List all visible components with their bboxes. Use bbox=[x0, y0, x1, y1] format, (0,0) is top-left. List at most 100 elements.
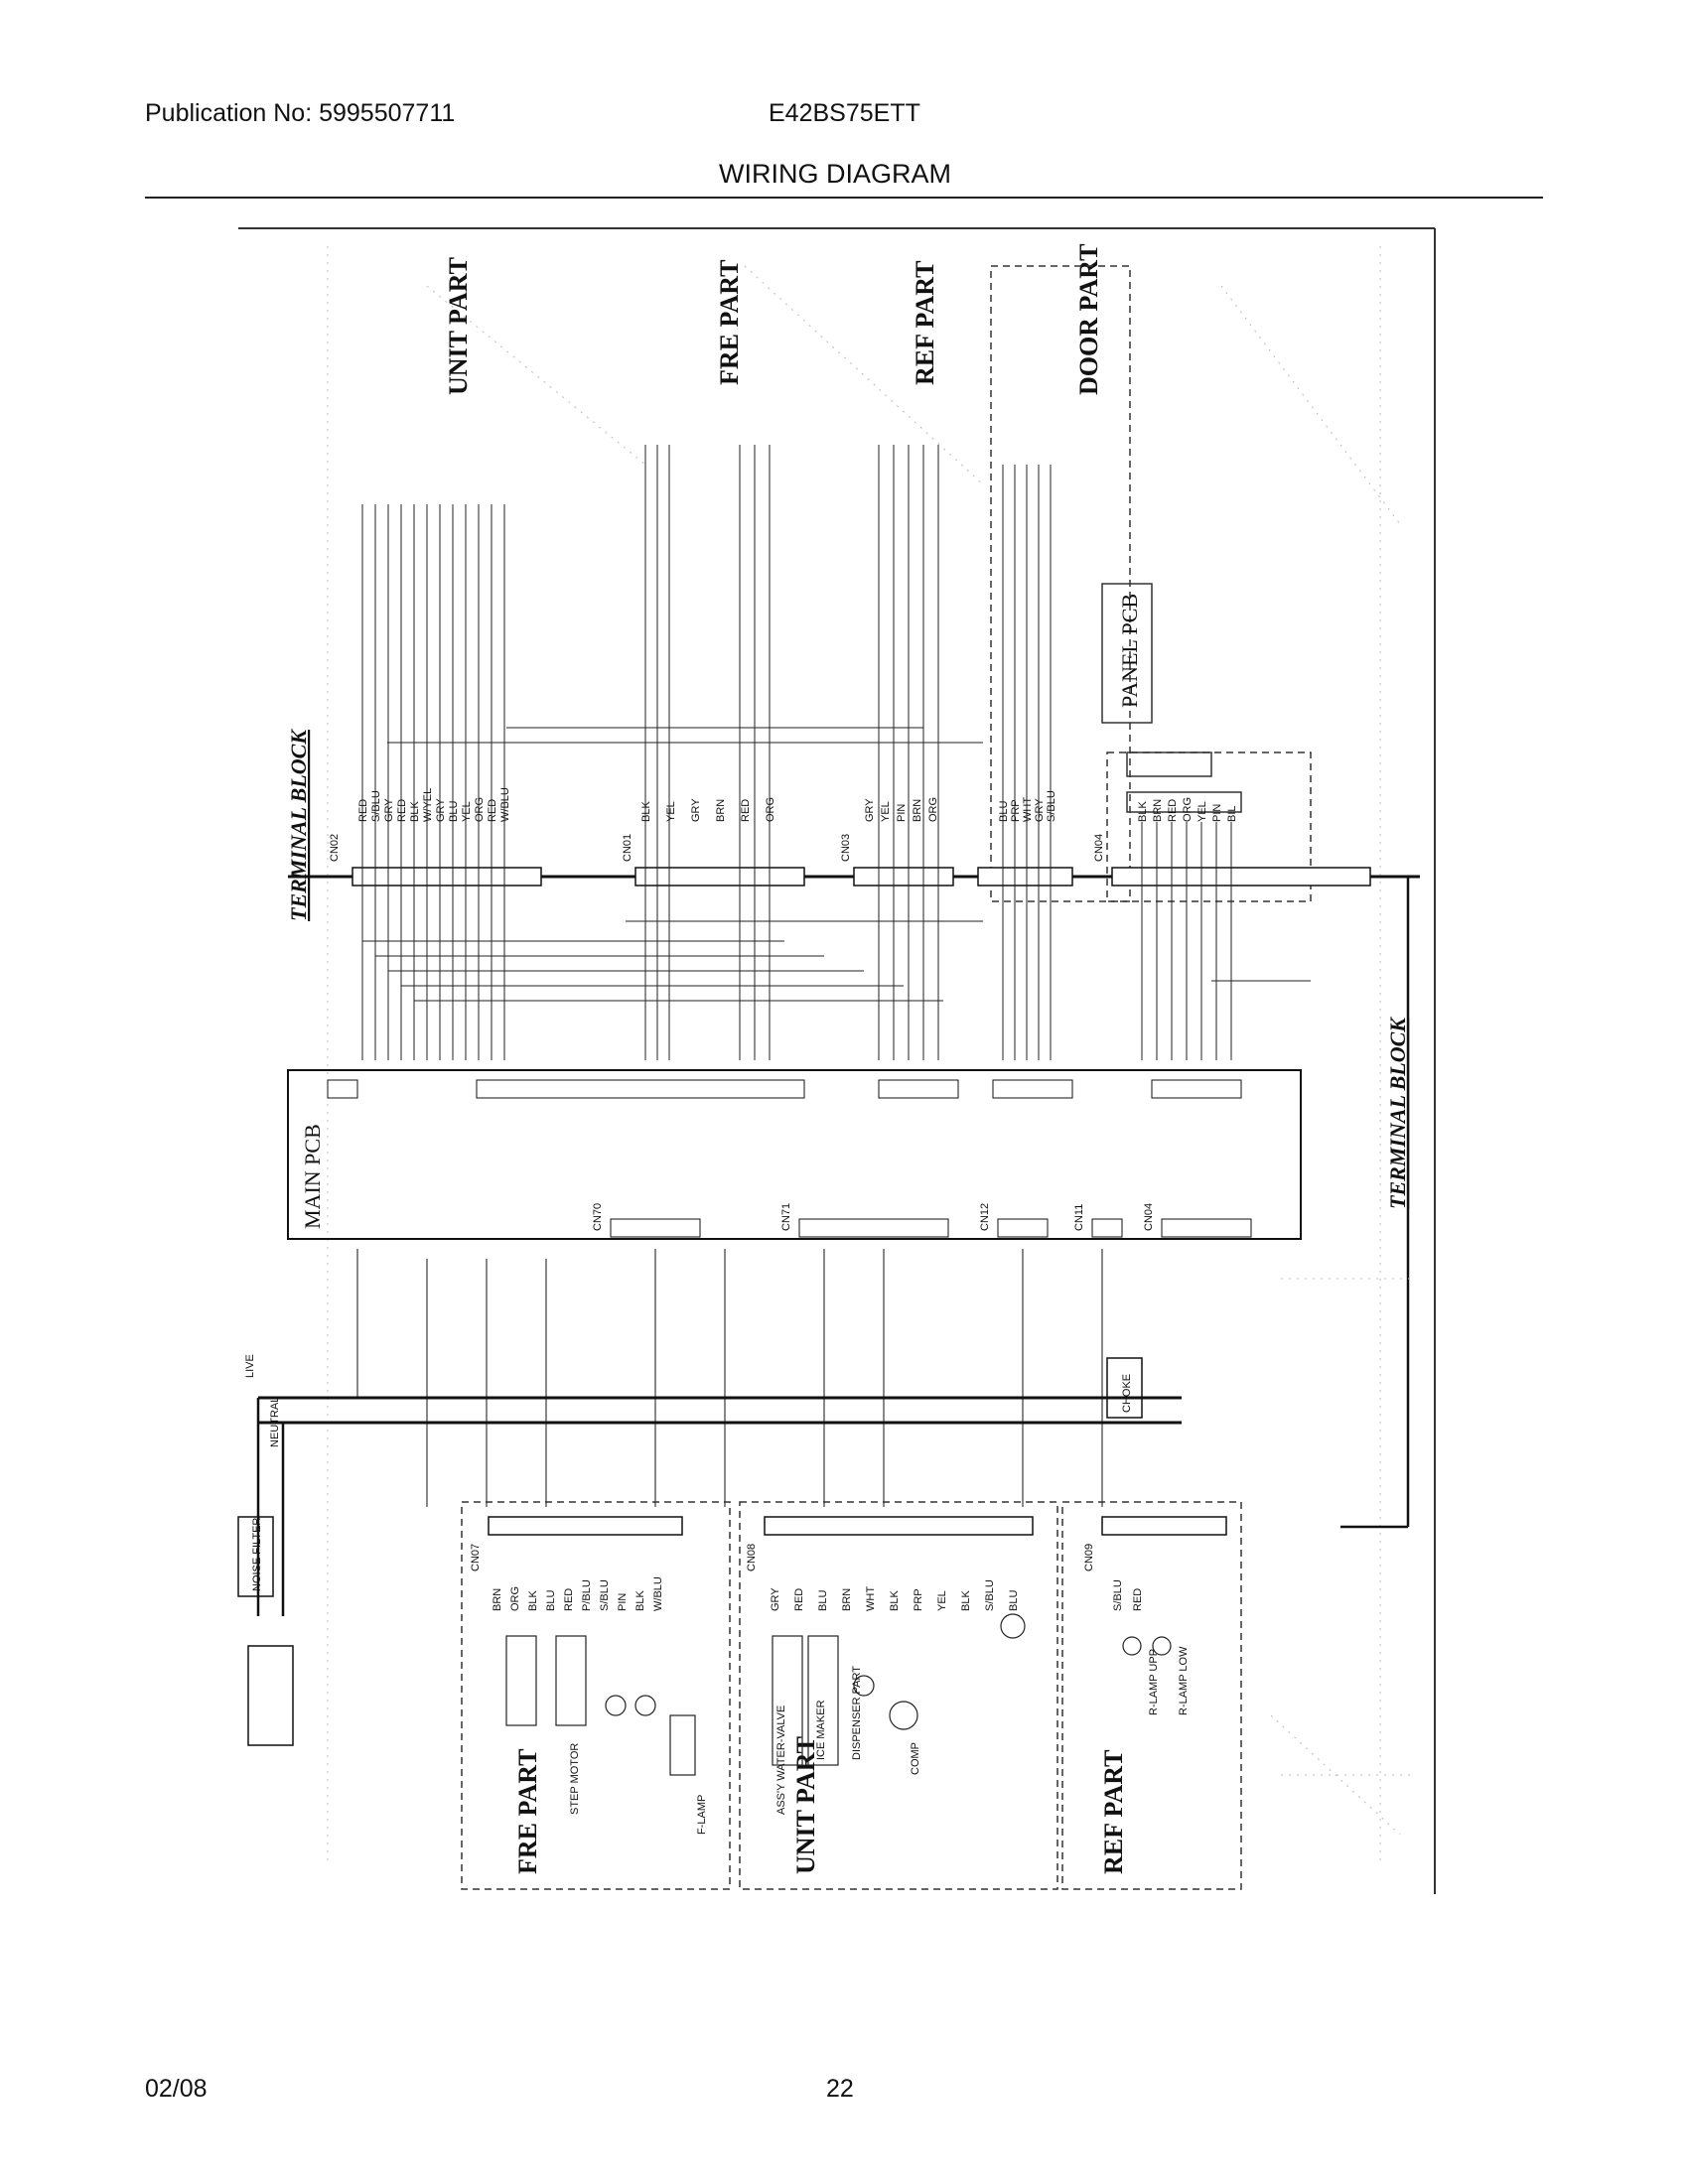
component-label: ASS'Y WATER-VALVE bbox=[775, 1706, 787, 1815]
wire-color-label: BLU bbox=[1008, 1590, 1020, 1611]
wire-color-label: GRY bbox=[770, 1587, 781, 1611]
top-terminal-rail: CN02 CN01 CN03 CN04 bbox=[288, 834, 1420, 887]
component-label: ICE MAKER bbox=[815, 1700, 827, 1760]
wire-color-label: BRN bbox=[492, 1588, 503, 1611]
wire-color-label: GRY bbox=[864, 798, 876, 822]
wire-color-label: BRN bbox=[1152, 799, 1164, 822]
wire-color-label: BLK bbox=[1137, 801, 1149, 822]
wire-color-label: BLK bbox=[960, 1590, 972, 1611]
wire-color-label: GRY bbox=[383, 798, 395, 822]
diagram-frame bbox=[238, 227, 1436, 1894]
component-label: R-LAMP UPP bbox=[1148, 1649, 1160, 1715]
wire-color-label: RED bbox=[1132, 1588, 1144, 1611]
neutral-label: NEUTRAL bbox=[269, 1397, 281, 1447]
wire-color-label: BLU bbox=[448, 801, 460, 822]
wire-color-label: S/BLU bbox=[1112, 1579, 1124, 1611]
main-pcb: MAIN PCB CN70 CN71 CN12 CN11 CN04 bbox=[287, 1069, 1302, 1240]
noise-filter-label: NOISE FILTER bbox=[251, 1518, 263, 1591]
wire-color-label: ORG bbox=[509, 1586, 521, 1611]
connector-cn12: CN12 bbox=[979, 1203, 991, 1231]
wire-color-label: ORG bbox=[1182, 797, 1194, 822]
wire-color-label: YEL bbox=[461, 801, 473, 822]
wire-color-label: BLK bbox=[527, 1590, 539, 1611]
page-title: WIRING DIAGRAM bbox=[719, 159, 951, 189]
component-label: R-LAMP LOW bbox=[1178, 1646, 1190, 1715]
footer-date: 02/08 bbox=[145, 2075, 208, 2103]
wire-color-label: P/BLU bbox=[581, 1579, 593, 1611]
bottom-section-titles: FRE PART UNIT PART REF PART bbox=[513, 1736, 1128, 1874]
live-label: LIVE bbox=[244, 1354, 256, 1378]
connector-cn09: CN09 bbox=[1083, 1544, 1095, 1571]
wire-color-label: BLK bbox=[640, 801, 652, 822]
component-label: DISPENSER PART bbox=[851, 1666, 863, 1760]
wire-color-label: S/BLU bbox=[599, 1579, 611, 1611]
wire-color-label: BIL bbox=[1226, 805, 1238, 822]
bottom-sections bbox=[461, 1501, 1242, 1890]
wire-color-label: ORG bbox=[927, 797, 939, 822]
wire-color-label: BLU bbox=[998, 801, 1010, 822]
wire-color-label: WHT bbox=[1022, 797, 1034, 822]
wire-color-label: PRP bbox=[913, 1588, 924, 1611]
wire-color-label: RED bbox=[563, 1588, 575, 1611]
connector-cn02: CN02 bbox=[329, 834, 341, 862]
connector-cn01: CN01 bbox=[622, 834, 633, 862]
bottom-terminal-rail: CN07 CN08 CN09 bbox=[470, 1516, 1227, 1571]
terminal-block-left-label: TERMINAL BLOCK bbox=[286, 729, 311, 921]
wire-color-label: YEL bbox=[665, 801, 677, 822]
wire-color-label: RED bbox=[396, 799, 408, 822]
wire-color-label: S/BLU bbox=[370, 790, 382, 822]
section-door-part: DOOR PART bbox=[1074, 244, 1103, 395]
section-bottom-unit-part: UNIT PART bbox=[791, 1736, 820, 1874]
wire-color-label: RED bbox=[793, 1588, 805, 1611]
connector-cn08: CN08 bbox=[746, 1544, 758, 1571]
connector-cn11: CN11 bbox=[1073, 1204, 1085, 1231]
panel-pcb-label: PANEL PCB bbox=[1117, 594, 1142, 708]
wire-color-label: PIN bbox=[617, 1593, 629, 1611]
wire-color-label: BRN bbox=[841, 1588, 853, 1611]
wire-color-label: PIN bbox=[896, 804, 908, 822]
footer-page-number: 22 bbox=[826, 2075, 854, 2103]
wire-color-label: W/BLU bbox=[652, 1576, 664, 1611]
wire-color-label: RED bbox=[1167, 799, 1179, 822]
wire-color-label: PIN bbox=[1211, 804, 1223, 822]
wire-color-label: BLK bbox=[889, 1590, 901, 1611]
connector-cn03: CN03 bbox=[840, 834, 852, 862]
top-section-titles: UNIT PART FRE PART REF PART DOOR PART bbox=[444, 244, 1103, 395]
wire-color-label: RED bbox=[487, 799, 498, 822]
power-bus bbox=[256, 1249, 1182, 1616]
wire-color-label: RED bbox=[740, 799, 752, 822]
noise-filter: NOISE FILTER TERMINAL BLOCK bbox=[237, 1516, 294, 1746]
connector-pcb-cn04: CN04 bbox=[1143, 1203, 1155, 1231]
connector-cn70: CN70 bbox=[592, 1203, 604, 1231]
wire-color-label: BLU bbox=[817, 1590, 829, 1611]
wire-color-label: BRN bbox=[912, 799, 923, 822]
model-number: E42BS75ETT bbox=[769, 99, 920, 127]
connector-cn71: CN71 bbox=[780, 1203, 792, 1231]
connector-cn04: CN04 bbox=[1093, 834, 1105, 862]
wire-color-label: BRN bbox=[715, 799, 727, 822]
wire-color-label: W/BLU bbox=[499, 787, 511, 822]
wire-color-label: YEL bbox=[1196, 801, 1208, 822]
wire-color-label: RED bbox=[357, 799, 369, 822]
choke-label: CHOKE bbox=[1121, 1374, 1133, 1413]
harness-crossings bbox=[362, 727, 1311, 1002]
connector-cn07: CN07 bbox=[470, 1544, 482, 1571]
wire-color-label: YEL bbox=[936, 1590, 948, 1611]
bottom-components bbox=[505, 1613, 1172, 1776]
right-terminal-block: TERMINAL BLOCK bbox=[1340, 877, 1410, 1529]
panel-pcb: PANEL PCB bbox=[1101, 583, 1242, 813]
lower-guides bbox=[1281, 1278, 1410, 1776]
component-label: STEP MOTOR bbox=[569, 1743, 581, 1815]
publication-number: Publication No: 5995507711 bbox=[145, 99, 456, 127]
wire-color-label: W/YEL bbox=[422, 788, 434, 822]
wire-color-label: GRY bbox=[1034, 798, 1046, 822]
wire-color-label: S/BLU bbox=[984, 1579, 996, 1611]
wire-color-label: BLK bbox=[409, 801, 421, 822]
terminal-block-right-label: TERMINAL BLOCK bbox=[1385, 1017, 1410, 1209]
component-label: F-LAMP bbox=[696, 1795, 708, 1835]
wire-color-label: GRY bbox=[690, 798, 702, 822]
background-guides bbox=[327, 246, 1401, 1864]
wire-color-label: BLU bbox=[545, 1590, 557, 1611]
component-label: COMP bbox=[910, 1742, 921, 1775]
choke: CHOKE bbox=[1106, 1357, 1143, 1419]
